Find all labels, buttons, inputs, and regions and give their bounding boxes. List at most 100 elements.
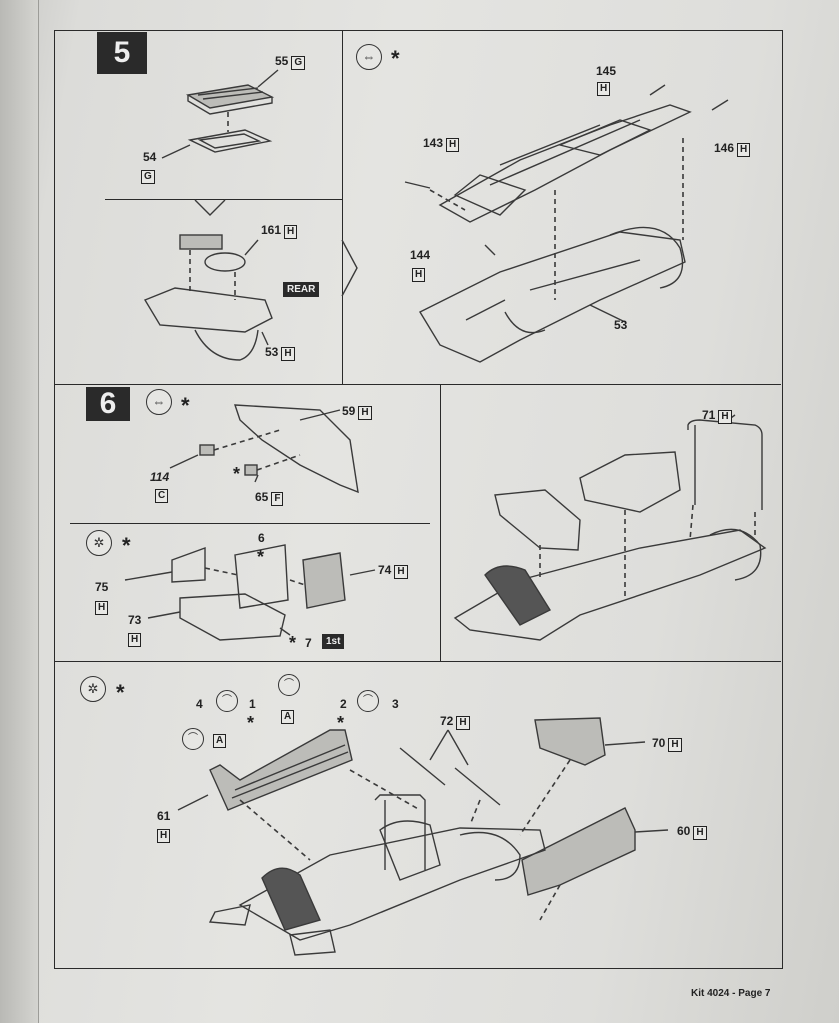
decal-icon: ⌒ [216,690,238,712]
sprue-code: H [358,406,372,420]
part-number: 161 [261,223,282,237]
note-star: * [122,533,131,558]
divider-step6-left [70,523,430,524]
part-number: 145 [596,64,617,78]
decal-number: 3 [392,697,399,711]
decal-number: 4 [196,697,203,711]
part-label-75: 75 [95,580,108,594]
sprue-code: H [412,268,426,282]
air-cleaner-base-54 [187,129,273,153]
decal-code-a2: A [281,708,295,724]
part-number: 59 [342,404,356,418]
sprue-code: H [737,143,751,157]
side-panel-61 [209,729,353,811]
page-footer: Kit 4024 - Page 7 [691,988,771,999]
sprue-code: H [394,565,408,579]
part-code-61: H [157,827,171,843]
sprue-code: H [281,347,295,361]
divider-step5-columns [342,31,343,384]
seat-assembly [579,451,681,513]
note-star: * [337,713,345,733]
part-code-145: H [597,80,611,96]
sprue-code: G [291,56,306,70]
sprue-code: G [141,170,155,184]
rear-tag: REAR [283,282,320,297]
decal-icon: ✲ [80,676,106,702]
divider-step6-columns [440,385,441,661]
sprue-code: A [213,734,227,748]
first-tag: 1st [322,634,345,649]
decal-code-a1: A [213,732,227,748]
part-code-75: H [95,599,109,615]
sprue-code: H [693,826,707,840]
note-star: * [391,46,400,71]
part-number: 7 [305,636,312,650]
decal-icon: ⌒ [182,728,204,750]
part-number: 72 [440,714,454,728]
dashboard-59 [234,404,359,494]
sprue-code: H [456,716,470,730]
part-number: 143 [423,136,444,150]
part-number: 60 [677,824,691,838]
divider-step5-left [105,199,342,200]
sprue-code: H [446,138,460,152]
rollbar-71 [687,419,763,510]
decal-label-1: 1 [249,697,256,711]
seat-bottom-73 [179,593,286,641]
part-number: 54 [143,150,157,164]
step-5-number: 5 [97,32,147,74]
firewall-53 [143,287,273,333]
sprue-code: A [281,710,295,724]
decal-label-3: 3 [392,697,399,711]
part-code-73: H [128,631,142,647]
sprue-code: H [284,225,298,239]
part-number: 144 [410,248,431,262]
part-number: 6 [258,531,265,545]
side-panel-75 [171,547,206,583]
part-number: 61 [157,809,171,823]
note-star: * [233,464,241,484]
instruction-frame [54,30,783,969]
dash-assembly [494,489,581,551]
part-label-53b: 53 [614,318,627,332]
part-number: 71 [702,408,716,422]
panel-60 [521,807,636,896]
divider-step6-step7 [55,661,781,662]
note-star: * [116,680,125,705]
body-floor-53 [419,231,686,363]
part-label-145: 145 [596,64,616,78]
decal-number: 2 [340,697,347,711]
part-code-144: H [412,266,426,282]
part-number: 70 [652,736,666,750]
divider-step5-step6 [55,384,781,385]
panel-70 [534,717,606,766]
chassis-final [238,827,546,941]
part-number: 65 [255,490,269,504]
air-filter-small [179,234,223,250]
note-star: * [289,633,297,653]
step-6-number: 6 [86,387,130,421]
chassis-body [453,529,767,641]
glue-icon: ⇔ [146,389,172,415]
sprue-code: H [668,738,682,752]
part-label-61: 61 [157,809,170,823]
decal-icon: ⌒ [357,690,379,712]
part-number: 53 [614,318,628,332]
part-code-54: G [141,168,155,184]
note-star: * [247,713,255,733]
part-code-114: C [155,487,169,503]
sprue-code: F [271,492,284,506]
part-label-6: 6 [258,531,265,545]
part-number: 114 [150,470,170,484]
facing-page-edge [0,0,39,1023]
sprue-code: H [128,633,142,647]
note-star: * [181,393,190,418]
part-number: 74 [378,563,392,577]
